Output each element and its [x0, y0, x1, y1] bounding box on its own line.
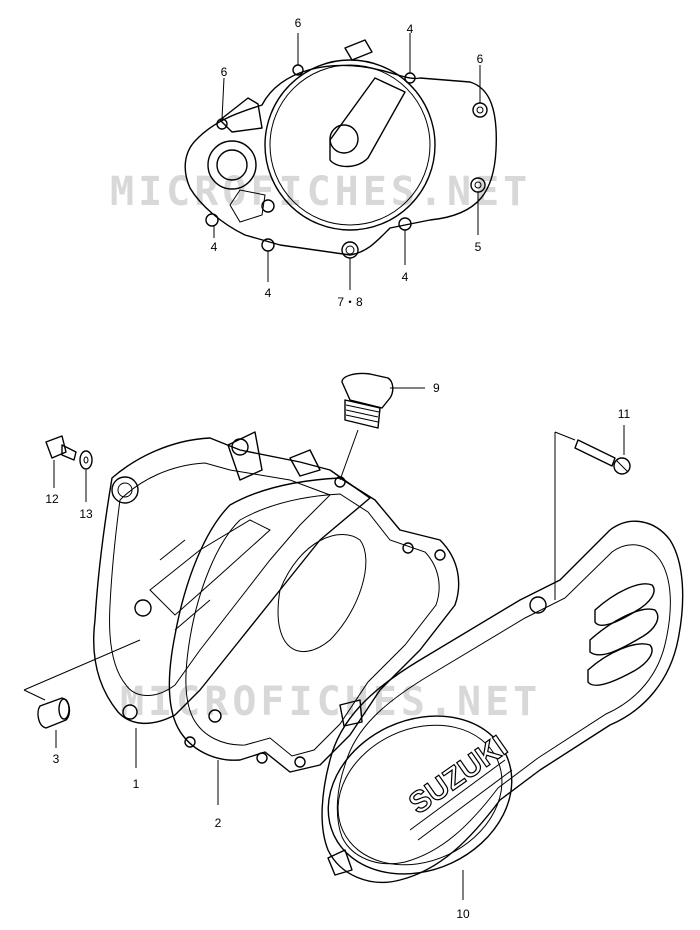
part-12-bolt: 12 — [45, 435, 77, 506]
top-cover-view: 6 4 6 6 4 4 7・8 4 5 — [184, 16, 497, 309]
part-13-washer: 13 — [79, 450, 93, 521]
callout-11: 11 — [618, 407, 631, 421]
callout-6-right: 6 — [477, 52, 484, 66]
top-callouts: 6 4 6 6 4 4 7・8 4 5 — [211, 16, 484, 309]
callout-4-right: 4 — [402, 270, 409, 284]
watermark-top: MICROFICHES.NET — [110, 169, 531, 215]
callout-4-top: 4 — [407, 22, 414, 36]
top-bolt-holes — [205, 64, 488, 259]
part-11-screw: 11 — [554, 407, 631, 600]
callout-7-8: 7・8 — [337, 295, 363, 309]
part-3-dowel-pin: 3 — [23, 639, 141, 766]
part-2-gasket: 2 — [168, 476, 460, 830]
callout-13: 13 — [79, 507, 93, 521]
part-1-clutch-cover: 1 — [93, 431, 371, 791]
callout-4-left: 4 — [211, 240, 218, 254]
callout-6-top: 6 — [295, 16, 302, 30]
cooling-slots — [587, 583, 659, 686]
callout-12: 12 — [45, 492, 59, 506]
callout-9: 9 — [433, 381, 440, 395]
callout-2: 2 — [215, 816, 222, 830]
watermark-bottom: MICROFICHES.NET — [120, 679, 541, 725]
callout-3: 3 — [53, 752, 60, 766]
callout-1: 1 — [133, 777, 140, 791]
callout-5: 5 — [475, 240, 482, 254]
callout-6-left: 6 — [221, 65, 228, 79]
part-9-oil-cap: 9 — [339, 372, 440, 481]
callout-4-bottom: 4 — [265, 286, 272, 300]
top-leader-lines — [213, 33, 481, 290]
callout-10: 10 — [456, 907, 470, 921]
